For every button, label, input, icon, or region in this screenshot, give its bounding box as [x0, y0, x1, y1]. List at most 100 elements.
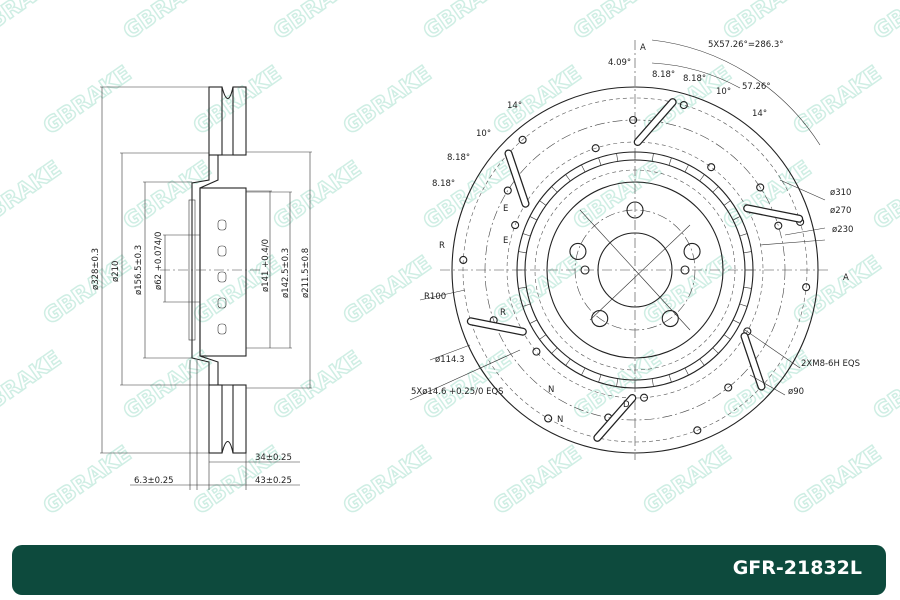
cross-drilled-hole — [802, 283, 811, 292]
watermark-text: GBRAKE — [339, 62, 436, 140]
vane-mark — [712, 347, 719, 354]
watermark-text: GBRAKE — [489, 252, 586, 330]
watermark-text: GBRAKE — [419, 0, 516, 45]
vane-mark — [581, 367, 586, 376]
watermark-text: GBRAKE — [0, 157, 66, 235]
label-r100: R100 — [424, 292, 446, 302]
cross-drilled-hole — [532, 347, 541, 356]
vane-mark — [529, 319, 538, 324]
vane-mark — [518, 286, 527, 289]
slot-groove-inner — [505, 150, 529, 207]
vane-mark — [651, 378, 654, 387]
cross-drilled-hole — [693, 426, 702, 435]
vane-mark — [529, 216, 538, 221]
vane-mark — [723, 334, 731, 340]
vane-mark — [732, 319, 741, 324]
label-57-26: 57.26° — [742, 82, 771, 92]
label-holes: 5Xø14.6 +0.25/0 EQS — [411, 387, 504, 397]
watermark-text: GBRAKE — [719, 157, 816, 235]
cross-drilled-hole — [503, 186, 512, 195]
vane-mark — [684, 367, 689, 376]
watermark-text: GBRAKE — [119, 0, 216, 45]
label-d270: ø270 — [830, 206, 851, 216]
watermark-text: GBRAKE — [269, 157, 366, 235]
watermark-text: GBRAKE — [789, 62, 886, 140]
label-section-a-top: A — [640, 43, 646, 53]
dim-34: 34±0.25 — [255, 453, 292, 463]
label-d: D — [623, 400, 630, 410]
label-section-a-right: A — [843, 273, 849, 283]
label-8-18-c: 8.18° — [447, 153, 470, 163]
label-8-18-b: 8.18° — [683, 74, 706, 84]
cross-drilled-hole — [511, 221, 520, 230]
vane-mark — [712, 186, 719, 193]
cross-drilled-hole — [640, 393, 649, 402]
vane-mark — [581, 164, 586, 173]
wheel-stud-hole — [661, 309, 679, 328]
label-4-09: 4.09° — [608, 58, 631, 68]
watermark-text: GBRAKE — [869, 0, 900, 45]
cross-drilled-hole — [629, 115, 638, 125]
cross-drilled-hole — [591, 144, 600, 153]
vane-mark — [565, 358, 571, 366]
vane-mark — [668, 374, 672, 383]
cross-drilled-hole — [544, 414, 553, 423]
vane-mark — [743, 286, 752, 289]
part-number-banner: GFR-21832L — [12, 545, 886, 595]
label-d114-3: ø114.3 — [435, 355, 465, 365]
label-d90: ø90 — [788, 387, 804, 397]
vane-mark — [739, 233, 748, 237]
vane-mark — [522, 303, 531, 307]
label-d230: ø230 — [832, 225, 853, 235]
vane-mark — [598, 157, 602, 166]
vane-mark — [522, 233, 531, 237]
vane-mark — [551, 186, 558, 193]
cross-drilled-hole — [756, 183, 765, 192]
front-view-labels: 5X57.26°=286.3° A 4.09° 8.18° 8.18° 57.2… — [411, 40, 860, 425]
dim-141: ø141 +0.4/0 — [261, 239, 271, 292]
label-e-top: E — [503, 204, 508, 214]
cross-drilled-hole — [774, 221, 783, 230]
vane-mark — [739, 303, 748, 307]
vane-mark — [518, 251, 527, 254]
vane-mark — [684, 164, 689, 173]
cross-drilled-hole — [679, 101, 688, 110]
cross-drilled-hole — [518, 135, 527, 144]
wheel-stud-hole — [683, 242, 701, 261]
slot-groove-inner — [744, 205, 802, 222]
watermark-text: GBRAKE — [789, 442, 886, 520]
dim-210: ø210 — [111, 261, 121, 282]
watermark-text: GBRAKE — [39, 252, 136, 330]
label-14-right: 14° — [752, 109, 767, 119]
vane-mark — [668, 157, 672, 166]
label-8-18-d: 8.18° — [432, 179, 455, 189]
watermark-text: GBRAKE — [489, 62, 586, 140]
dim-62: ø62 +0.074/0 — [154, 232, 164, 290]
watermark-text: GBRAKE — [569, 0, 666, 45]
watermark-text: GBRAKE — [269, 347, 366, 425]
vane-mark — [699, 174, 705, 182]
dim-156: ø156.5±0.3 — [134, 245, 144, 295]
cross-drilled-hole — [707, 163, 716, 172]
watermark-text: GBRAKE — [189, 62, 286, 140]
label-r-top: R — [439, 241, 445, 251]
slot-groove-inner — [468, 318, 526, 335]
watermark-text: GBRAKE — [869, 347, 900, 425]
dim-142: ø142.5±0.3 — [281, 248, 291, 298]
watermark-text: GBRAKE — [0, 347, 66, 425]
vane-mark — [539, 200, 547, 206]
watermark-text: GBRAKE — [789, 252, 886, 330]
cross-drilled-hole — [459, 255, 468, 265]
vane-mark — [732, 216, 741, 221]
side-section-view: ø328±0.3 ø210 ø156.5±0.3 ø62 +0.074/0 ø1… — [91, 86, 312, 490]
label-14-left: 14° — [507, 101, 522, 111]
vane-mark — [616, 153, 619, 162]
vane-mark — [699, 358, 705, 366]
vane-mark — [539, 334, 547, 340]
part-number: GFR-21832L — [732, 557, 862, 579]
dim-43: 43±0.25 — [255, 476, 292, 486]
label-r-bottom: R — [500, 308, 506, 318]
vane-mark — [565, 174, 571, 182]
